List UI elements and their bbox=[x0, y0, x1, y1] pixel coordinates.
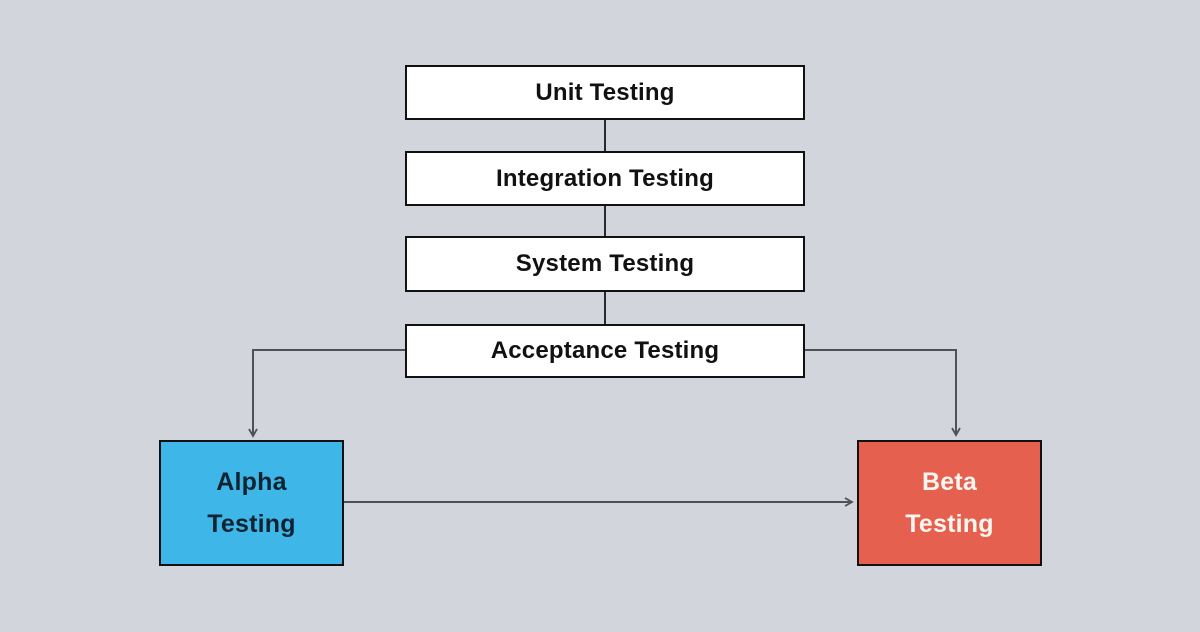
node-acceptance-testing: Acceptance Testing bbox=[405, 324, 805, 378]
node-beta-label-line2: Testing bbox=[905, 510, 994, 538]
node-alpha-label-line2: Testing bbox=[207, 510, 296, 538]
node-beta-label-line1: Beta bbox=[922, 468, 977, 496]
node-alpha-label-line1: Alpha bbox=[216, 468, 287, 496]
node-integration-testing: Integration Testing bbox=[405, 151, 805, 206]
node-system-testing: System Testing bbox=[405, 236, 805, 292]
node-unit-testing: Unit Testing bbox=[405, 65, 805, 120]
edge-acceptance-beta bbox=[805, 349, 961, 437]
node-alpha-testing: Alpha Testing bbox=[159, 440, 344, 566]
node-beta-testing: Beta Testing bbox=[857, 440, 1042, 566]
edge-acceptance-alpha bbox=[248, 349, 405, 438]
